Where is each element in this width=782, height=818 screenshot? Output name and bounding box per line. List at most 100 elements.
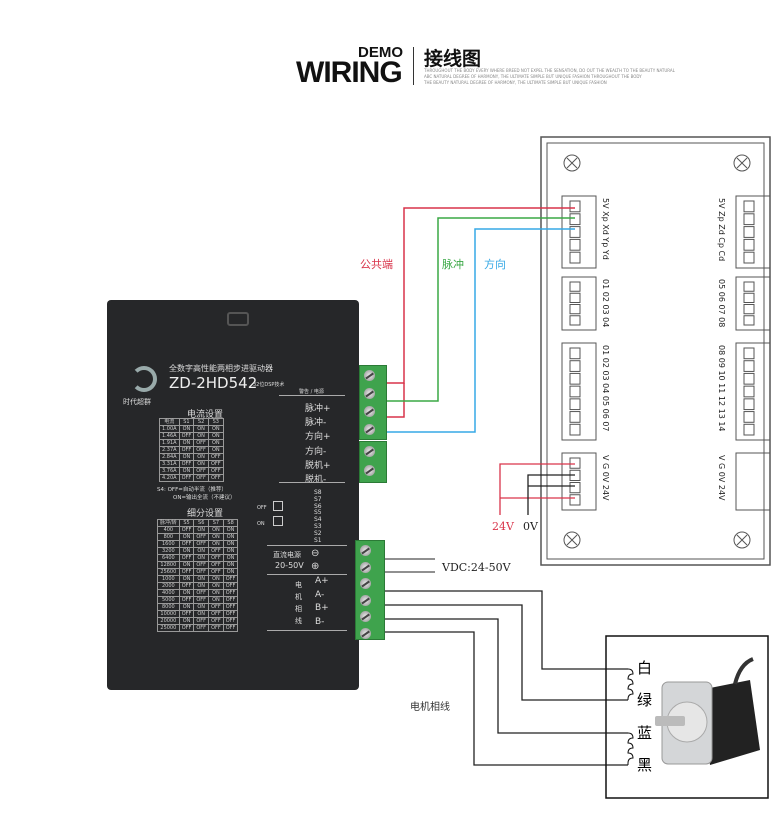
terminal-screw-icon: [360, 561, 371, 573]
board-pin-labels: V G 0V 24V: [601, 455, 610, 501]
driver-subtitle: 全数字高性能两相步进驱动器: [169, 364, 273, 373]
connector-pin: [569, 238, 581, 251]
screw-icon: [733, 531, 751, 549]
terminal-screw-icon: [364, 388, 375, 399]
dip-label: S5: [314, 509, 322, 517]
power-motor-terminal-block: [355, 540, 385, 640]
board-connector: [561, 276, 597, 331]
screw-icon: [563, 531, 581, 549]
pulse-wire: [387, 217, 575, 402]
motor-phase-label: 电: [295, 581, 302, 589]
dip-label: S1: [314, 536, 322, 544]
connector-pin: [569, 304, 581, 315]
signal-terminal-label: 脉冲-: [305, 418, 327, 429]
signal-terminal-block: [359, 365, 387, 440]
terminal-screw-icon: [364, 370, 375, 381]
wire-color-blue: 蓝: [637, 724, 652, 742]
motor-phase-label: 相: [295, 605, 302, 613]
board-24v-wire: [499, 463, 575, 515]
0v-label: 0V: [523, 520, 539, 533]
signal-terminal-label: 脉冲+: [305, 404, 331, 414]
connector-pin: [743, 238, 755, 251]
driver-model: ZD-2HD542: [169, 374, 258, 392]
terminal-screw-icon: [364, 465, 375, 476]
coil-a-icon: [627, 668, 634, 700]
power-range: 20-50V: [275, 561, 304, 570]
connector-pin: [569, 372, 581, 385]
wire-color-green: 绿: [637, 691, 652, 709]
plus-icon: ⊕: [311, 561, 320, 572]
header-blurb: THROUGHOUT THE BODY EVERY WHERE BREED NO…: [424, 68, 675, 73]
motor-phase-label: 线: [295, 617, 302, 625]
current-title: 电流设置: [187, 410, 224, 420]
motor-wire-b-plus: [385, 618, 628, 734]
enable-terminal-block: [359, 441, 387, 483]
direction-wire: [387, 228, 575, 433]
terminal-screw-icon: [360, 611, 371, 622]
motor-phase-label: 机: [295, 593, 302, 601]
table-cell: 25000: [157, 624, 180, 632]
terminal-screw-icon: [364, 406, 375, 417]
motor-box: [605, 635, 769, 799]
phase-label: A-: [315, 589, 325, 600]
power-label: 直流电源: [273, 551, 301, 559]
connector-pin: [569, 423, 581, 436]
phase-label: A+: [315, 576, 329, 586]
board-connector: [561, 195, 597, 269]
header-blurb: ABC NATURAL DEGREE OF HARMONY, THE ULTIM…: [424, 74, 642, 79]
coil-b-icon: [627, 732, 634, 765]
pulse-label: 脉冲: [442, 257, 464, 271]
connector-pin: [743, 315, 755, 326]
connector-pin: [743, 411, 755, 423]
board-inner-border: [546, 142, 765, 560]
connector-pin: [743, 423, 755, 436]
screw-icon: [733, 154, 751, 172]
wire-color-white: 白: [637, 659, 652, 677]
connector-pin: [569, 226, 581, 238]
connector-pin: [743, 304, 755, 315]
terminal-screw-icon: [360, 594, 371, 606]
signal-terminal-label: 脱机+: [305, 460, 331, 471]
connector-pin: [569, 200, 581, 213]
switch-off-icon: [273, 501, 283, 511]
brand-name: 时代超群: [123, 398, 151, 406]
header-divider: [413, 47, 414, 85]
connector-pin: [743, 360, 755, 372]
connector-pin: [743, 292, 755, 303]
screw-icon: [563, 154, 581, 172]
connector-pin: [743, 200, 755, 213]
switch-on-icon: [273, 516, 283, 526]
signal-terminal-label: 方向-: [305, 446, 327, 457]
on-label: ON: [257, 521, 265, 527]
connector-pin: [569, 457, 581, 469]
board-connector: [735, 452, 771, 511]
connector-pin: [569, 482, 581, 494]
board-connector: [735, 276, 771, 331]
connector-pin: [569, 385, 581, 398]
dip-label: S2: [314, 529, 322, 537]
connector-pin: [743, 213, 755, 226]
motor-wire-b-minus: [385, 631, 628, 766]
connector-pin: [569, 281, 581, 292]
signal-header: 警告 / 电源: [299, 389, 324, 395]
terminal-screw-icon: [360, 578, 371, 589]
signal-terminal-label: 脱机-: [305, 475, 327, 485]
stepper-driver: 时代超群 全数字高性能两相步进驱动器 ZD-2HD542 32位DSP技术 电流…: [107, 300, 359, 690]
common-label: 公共端: [360, 258, 393, 271]
board-pin-labels: 08 09 10 11 12 13 14: [717, 345, 726, 432]
dip-label: S6: [314, 502, 322, 510]
dip-label: S7: [314, 495, 322, 503]
connector-pin: [743, 251, 755, 264]
common-wire: [387, 207, 575, 384]
board-connector: [561, 452, 597, 511]
connector-pin: [569, 494, 581, 506]
connector-pin: [743, 398, 755, 411]
table-cell: OFF: [222, 624, 239, 632]
